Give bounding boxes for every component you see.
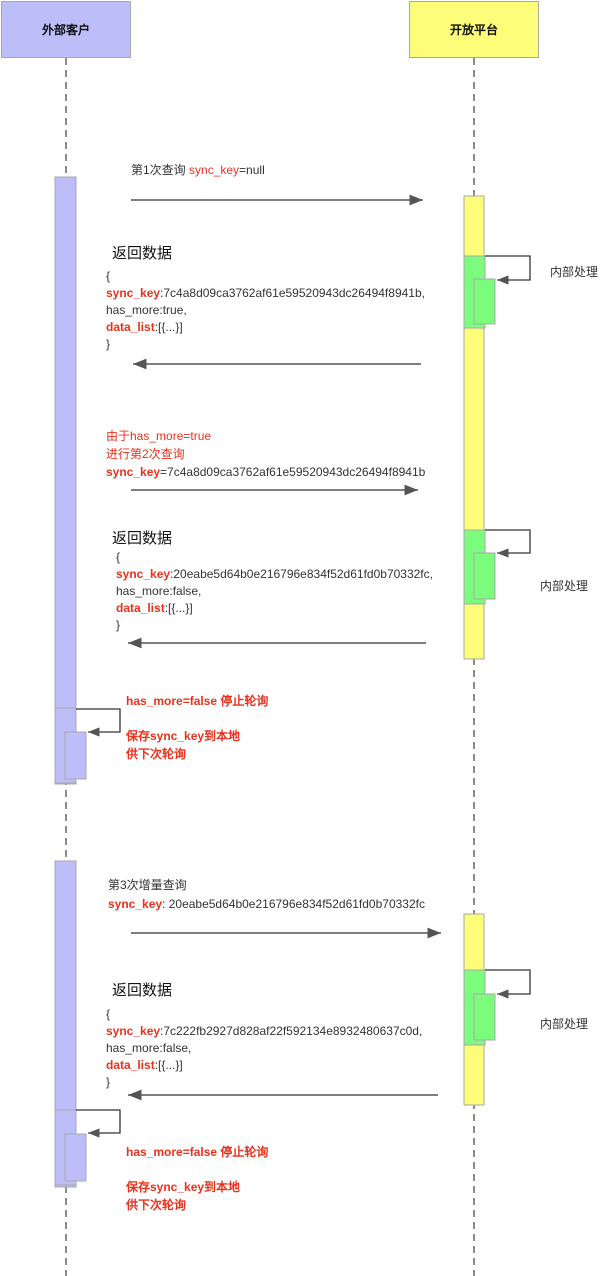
response-1-open-brace: { bbox=[106, 269, 111, 283]
response-1-has-more: has_more:true, bbox=[106, 303, 187, 317]
response-2-close-brace: } bbox=[116, 618, 121, 632]
response-2-has-more: has_more:false, bbox=[116, 584, 202, 598]
client-self-activation-2b bbox=[64, 1133, 87, 1182]
response-1-data-label: data_list bbox=[106, 320, 155, 334]
participant-platform-label: 开放平台 bbox=[449, 23, 498, 37]
stop-note-1-line1: has_more=false 停止轮询 bbox=[126, 694, 269, 708]
stop-note-2-line3: 供下次轮询 bbox=[126, 1198, 187, 1212]
stop-note-2-line1: has_more=false 停止轮询 bbox=[126, 1145, 269, 1159]
participant-platform: 开放平台 bbox=[409, 1, 539, 58]
response-2-open-brace: { bbox=[116, 550, 121, 564]
response-2-title: 返回数据 bbox=[112, 530, 173, 547]
response-3-close-brace: } bbox=[106, 1075, 111, 1089]
response-1-body: { sync_key:7c4a8d09ca3762af61e59520943dc… bbox=[106, 268, 425, 353]
client-self-loop-2 bbox=[76, 1109, 121, 1138]
client-activation-2 bbox=[54, 860, 77, 1188]
request-2-label: 由于has_more=true 进行第2次查询 sync_key=7c4a8d0… bbox=[106, 427, 425, 481]
request-1-prefix: 第1次查询 bbox=[131, 163, 190, 177]
client-activation-1 bbox=[54, 176, 77, 785]
request-2-reason-2: 进行第2次查询 bbox=[106, 447, 185, 461]
request-2-reason-1: 由于has_more=true bbox=[106, 429, 212, 443]
response-1-data-value: :[{...}] bbox=[154, 320, 183, 334]
response-1-data-line: data_list:[{...}] bbox=[106, 319, 425, 336]
stop-note-1: has_more=false 停止轮询 保存sync_key到本地 供下次轮询 bbox=[126, 692, 268, 763]
request-3-title: 第3次增量查询 bbox=[108, 878, 187, 892]
platform-self-loop-1 bbox=[485, 255, 531, 285]
stop-note-2-line2: 保存sync_key到本地 bbox=[126, 1180, 241, 1194]
response-3-key-label: sync_key bbox=[106, 1024, 161, 1038]
response-1-key-line: sync_key:7c4a8d09ca3762af61e59520943dc26… bbox=[106, 285, 425, 302]
internal-processing-label-3: 内部处理 bbox=[540, 1017, 589, 1031]
stop-note-2: has_more=false 停止轮询 保存sync_key到本地 供下次轮询 bbox=[126, 1143, 268, 1214]
request-3-value: : 20eabe5d64b0e216796e834f52d61fd0b70332… bbox=[162, 897, 425, 911]
stop-note-1-line2: 保存sync_key到本地 bbox=[126, 729, 241, 743]
participant-client: 外部客户 bbox=[1, 1, 131, 58]
request-2-key-line: sync_key=7c4a8d09ca3762af61e59520943dc26… bbox=[106, 463, 425, 481]
response-2-body: { sync_key:20eabe5d64b0e216796e834f52d61… bbox=[116, 549, 466, 634]
request-1-label: 第1次查询 sync_key=null bbox=[131, 162, 265, 179]
request-2-value: =7c4a8d09ca3762af61e59520943dc26494f8941… bbox=[160, 465, 426, 479]
request-3-label: 第3次增量查询 sync_key: 20eabe5d64b0e216796e83… bbox=[108, 876, 425, 914]
request-1-value: =null bbox=[239, 163, 265, 177]
request-3-key-line: sync_key: 20eabe5d64b0e216796e834f52d61f… bbox=[108, 895, 425, 914]
response-3-title: 返回数据 bbox=[112, 982, 173, 999]
response-3-data-value: :[{...}] bbox=[154, 1058, 183, 1072]
response-3-data-label: data_list bbox=[106, 1058, 155, 1072]
response-2-data-value: :[{...}] bbox=[164, 601, 193, 615]
participant-client-label: 外部客户 bbox=[41, 23, 90, 37]
internal-processing-label-1: 内部处理 bbox=[550, 265, 599, 279]
request-3-key: sync_key bbox=[108, 897, 163, 911]
response-3-key-line: sync_key:7c222fb2927d828af22f592134e8932… bbox=[106, 1023, 422, 1040]
request-2-key: sync_key bbox=[106, 465, 161, 479]
response-2-key-line: sync_key:20eabe5d64b0e216796e834f52d61fd… bbox=[116, 566, 466, 583]
response-2-key-label: sync_key bbox=[116, 567, 171, 581]
response-3-data-line: data_list:[{...}] bbox=[106, 1057, 422, 1074]
response-3-open-brace: { bbox=[106, 1007, 111, 1021]
response-2-data-line: data_list:[{...}] bbox=[116, 600, 466, 617]
response-3-key-value: :7c222fb2927d828af22f592134e8932480637c0… bbox=[160, 1024, 423, 1038]
client-self-activation-1b bbox=[64, 731, 87, 780]
processing-box-2b bbox=[473, 552, 496, 600]
processing-box-1b bbox=[473, 278, 496, 325]
response-1-key-label: sync_key bbox=[106, 286, 161, 300]
processing-box-3b bbox=[473, 993, 496, 1041]
response-2-key-value: :20eabe5d64b0e216796e834f52d61fd0b70332f… bbox=[170, 567, 433, 581]
platform-self-loop-3 bbox=[485, 969, 531, 999]
internal-processing-label-2: 内部处理 bbox=[540, 579, 589, 593]
response-1-key-value: :7c4a8d09ca3762af61e59520943dc26494f8941… bbox=[160, 286, 425, 300]
request-1-key: sync_key bbox=[189, 163, 240, 177]
stop-note-1-line3: 供下次轮询 bbox=[126, 747, 187, 761]
response-1-close-brace: } bbox=[106, 337, 111, 351]
response-3-has-more: has_more:false, bbox=[106, 1041, 192, 1055]
response-1-title: 返回数据 bbox=[112, 245, 173, 262]
response-3-body: { sync_key:7c222fb2927d828af22f592134e89… bbox=[106, 1006, 422, 1091]
platform-self-loop-2 bbox=[485, 529, 531, 558]
response-2-data-label: data_list bbox=[116, 601, 165, 615]
client-self-loop-1 bbox=[76, 708, 121, 737]
